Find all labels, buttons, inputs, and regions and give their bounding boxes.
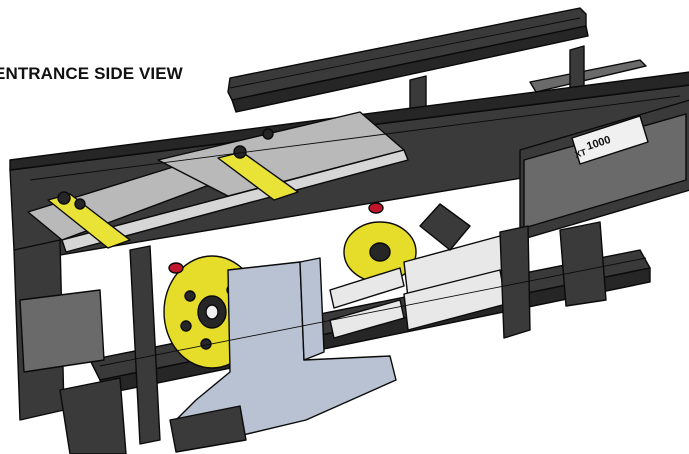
back-right-shelf xyxy=(529,59,647,93)
detail-lines xyxy=(29,17,681,367)
left-leg-plate xyxy=(19,289,105,373)
back-top-rail-lip xyxy=(231,25,589,113)
red-bolt-1 xyxy=(168,262,184,274)
top-bolt-1 xyxy=(57,191,86,210)
center-leg xyxy=(129,245,161,445)
blue-guard xyxy=(175,257,397,451)
logo-plate-small-text: XT xyxy=(574,147,589,160)
logo-plate: 1000 XT xyxy=(571,115,649,165)
cylinder-end-block xyxy=(499,225,531,339)
view-title: ENTRANCE SIDE VIEW xyxy=(0,64,183,83)
top-bolt-2 xyxy=(233,128,274,159)
left-foot xyxy=(59,377,127,454)
tilt-bracket xyxy=(419,203,471,251)
bottom-foot-right xyxy=(559,221,607,307)
tray-front-edge xyxy=(61,149,409,253)
red-bolt-2 xyxy=(368,202,384,214)
bottom-foot-center xyxy=(169,405,247,453)
